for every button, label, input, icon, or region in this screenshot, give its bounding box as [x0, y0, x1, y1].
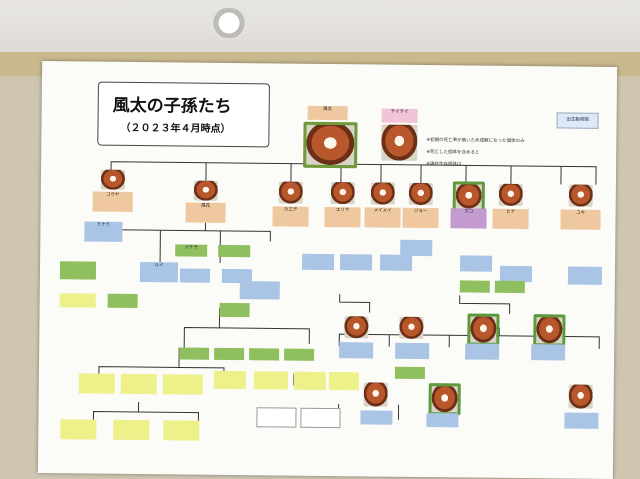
title-scroll: 風太の子孫たち （２０２３年４月時点） [97, 81, 270, 148]
photo-erisa [330, 182, 355, 205]
node-low-6 [120, 373, 157, 395]
node-kokuhaku: コウヤ [92, 191, 133, 212]
photo-low-r8 [568, 384, 593, 409]
node-nagi [59, 293, 96, 308]
legend-line-3: ※現在生存個体は [426, 162, 462, 168]
node-low-r8 [564, 412, 599, 429]
node-mid-6 [499, 265, 533, 283]
photo-kokuhaku [100, 169, 126, 190]
node-toro [218, 244, 251, 258]
node-mid-2 [339, 254, 373, 271]
node-mid-5 [459, 255, 493, 272]
node-momo [59, 261, 97, 280]
photo-low-r2 [399, 316, 424, 340]
node-kako: カコ [450, 208, 487, 229]
legend-line-2: ※死亡した個体を含めると [426, 150, 480, 156]
node-kai [219, 302, 250, 318]
node-low-11 [213, 370, 246, 390]
node-soro [107, 293, 138, 309]
photo-fuufuu [193, 180, 218, 201]
node-mid-7 [459, 280, 490, 293]
photo-yuki [568, 184, 593, 207]
node-low-13 [293, 371, 326, 390]
photo-low-r6 [363, 382, 388, 407]
node-low-2 [214, 347, 245, 361]
node-yuki: ユキ [560, 209, 601, 230]
node-low-r1 [339, 342, 374, 359]
page-subtitle: （２０２３年４月時点） [120, 122, 231, 135]
node-low-1 [179, 347, 210, 360]
node-low-r4 [531, 344, 566, 361]
legend-line-1: ※初期の死亡率が高いため成獣になった個体のみ [426, 138, 525, 145]
node-kaede: カエデ [272, 206, 309, 227]
node-low-r6 [360, 410, 393, 425]
node-low-r3 [465, 343, 500, 360]
node-low-3 [249, 348, 280, 361]
node-mid-4 [400, 239, 433, 257]
node-mid-9 [567, 266, 603, 285]
node-low-5 [78, 373, 115, 394]
node-mid-1 [302, 253, 335, 271]
photo-kako [452, 181, 485, 212]
node-mid-8 [494, 280, 525, 294]
node-low-4 [284, 348, 315, 361]
node-low-r7 [426, 413, 459, 428]
node-rui: ルイ [139, 262, 179, 283]
node-jyo: ジョー [402, 207, 439, 229]
node-low-12 [253, 371, 288, 390]
family-tree-poster: 風太の子孫たち （２０２３年４月時点） 出生動物園 ※初期の死亡率が高いため成獣… [37, 61, 618, 479]
node-chiichi: チイチイ [381, 108, 418, 123]
node-low-16 [300, 407, 341, 429]
node-fuufuu: 風花 [185, 202, 226, 223]
node-erisa: エリサ [324, 206, 361, 228]
ceiling [0, 0, 640, 62]
node-sora2 [239, 281, 280, 300]
photo-low-r1 [344, 316, 369, 339]
node-mid-3 [379, 254, 413, 271]
node-minami: ミナミ [84, 221, 123, 242]
node-ikechi: イケチ [175, 244, 208, 257]
node-low-r2 [395, 342, 430, 360]
ceiling-lamp [208, 8, 250, 38]
node-low-15 [256, 407, 297, 428]
photo-low-r7 [428, 383, 461, 416]
photo-hina [498, 183, 523, 207]
node-low-9 [113, 419, 150, 441]
node-low-8 [60, 419, 97, 440]
photo-low-r4 [533, 314, 566, 347]
page-title: 風太の子孫たち [112, 95, 232, 117]
photo-chiichi [381, 124, 418, 161]
node-low-7 [162, 374, 203, 395]
zoo-badge: 出生動物園 [556, 112, 599, 129]
node-low-r5 [394, 366, 425, 380]
node-low-10 [163, 420, 200, 441]
node-low-14 [328, 372, 359, 391]
node-ren [179, 268, 211, 283]
photo-jyo [408, 182, 433, 206]
node-hina: ヒナ [492, 208, 529, 230]
photo-futa [303, 121, 358, 169]
photo-kaede [278, 181, 303, 204]
photo-low-r3 [467, 313, 500, 346]
photo-meto [370, 182, 395, 205]
tree-lines [92, 160, 600, 425]
node-meto: メイメイ [364, 207, 401, 228]
node-futa: 風太 [307, 105, 348, 121]
legend: ※初期の死亡率が高いため成獣になった個体のみ ※死亡した個体を含めると ※現在生… [426, 135, 525, 172]
